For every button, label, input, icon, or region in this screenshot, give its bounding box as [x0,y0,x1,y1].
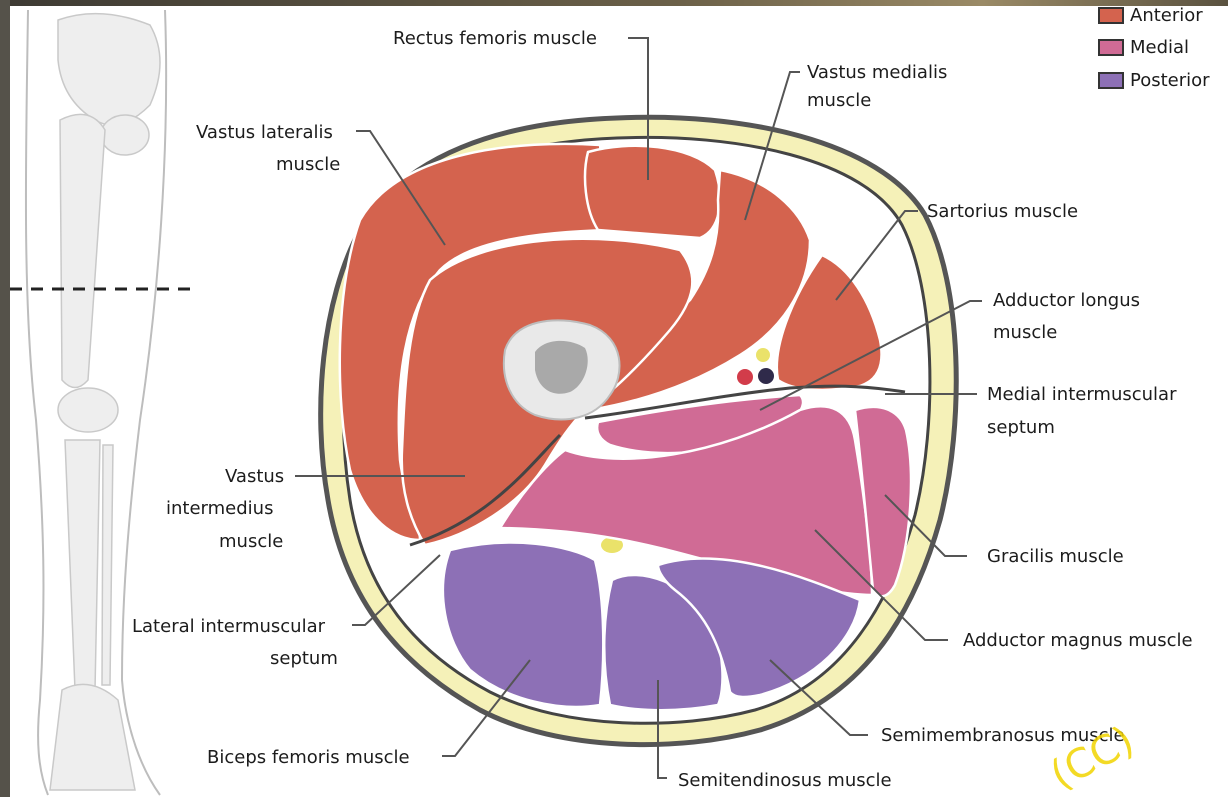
label-vastus-intermedius-line2: intermedius [166,498,273,519]
label-adductor-magnus: Adductor magnus muscle [963,630,1193,651]
rectus-femoris-muscle [585,146,720,238]
vein-dot [758,368,774,384]
legend-swatch-posterior [1098,72,1124,89]
legend-label-medial: Medial [1130,37,1189,58]
leg-skeleton-illustration [26,10,166,795]
label-vastus-medialis-line1: Vastus medialis [807,62,947,83]
legend-item-anterior: Anterior [1098,4,1203,26]
legend-swatch-medial [1098,39,1124,56]
label-medial-septum-line2: septum [987,417,1055,438]
legend-swatch-anterior [1098,7,1124,24]
label-rectus-femoris: Rectus femoris muscle [393,28,597,49]
label-gracilis: Gracilis muscle [987,546,1124,567]
label-vastus-lateralis-line2: muscle [276,154,340,175]
label-vastus-intermedius-line1: Vastus [225,466,284,487]
label-lateral-septum-line2: septum [270,648,338,669]
legend-item-posterior: Posterior [1098,69,1210,91]
label-adductor-longus-line1: Adductor longus [993,290,1140,311]
artery-dot [737,369,753,385]
label-vastus-lateralis-line1: Vastus lateralis [196,122,333,143]
label-vastus-intermedius-line3: muscle [219,531,283,552]
legend-label-posterior: Posterior [1130,70,1210,91]
nerve-dot [756,348,770,362]
label-sartorius: Sartorius muscle [927,201,1078,222]
label-vastus-medialis-line2: muscle [807,90,871,111]
label-semitendinosus: Semitendinosus muscle [678,770,892,791]
label-adductor-longus-line2: muscle [993,322,1057,343]
label-biceps-femoris: Biceps femoris muscle [207,747,410,768]
label-medial-septum-line1: Medial intermuscular [987,384,1177,405]
legend-item-medial: Medial [1098,36,1189,58]
label-lateral-septum-line1: Lateral intermuscular [132,616,326,637]
legend-label-anterior: Anterior [1130,5,1203,26]
